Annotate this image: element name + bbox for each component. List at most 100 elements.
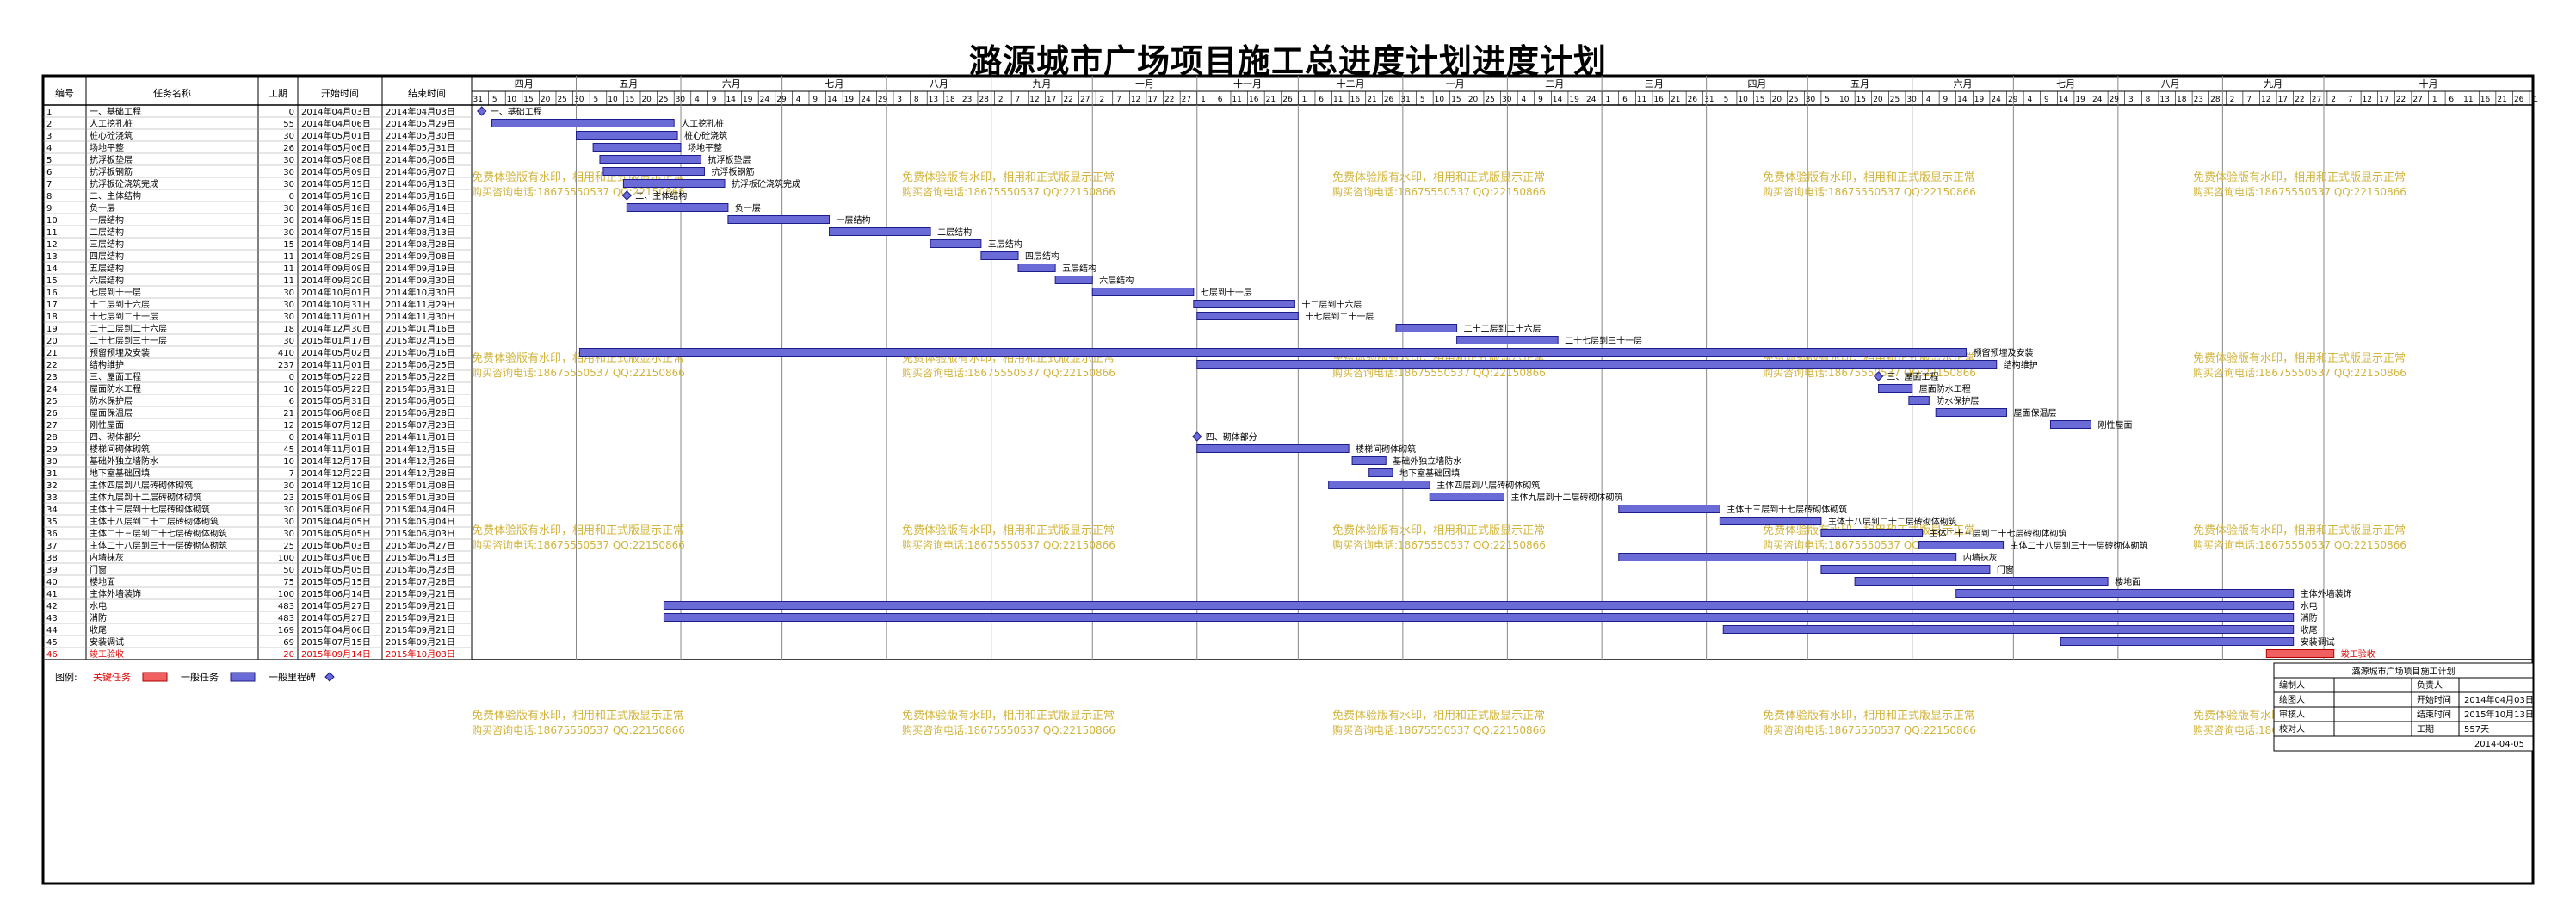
task-name: 四、砌体部分 [90, 431, 141, 443]
task-start: 2015年06月08日 [301, 407, 371, 419]
task-duration: 10 [283, 457, 294, 467]
day-tick-label: 19 [1569, 96, 1579, 104]
task-bar-label: 桩心砼浇筑 [684, 130, 727, 141]
day-tick-label: 26 [1384, 96, 1394, 104]
task-finish: 2015年01月08日 [386, 480, 455, 491]
task-bar [578, 348, 1967, 357]
day-tick-label: 2 [2331, 96, 2336, 104]
task-id: 15 [46, 276, 58, 286]
day-tick-label: 15 [1755, 96, 1764, 104]
task-bar-label: 防水保护层 [1936, 395, 1979, 406]
task-finish: 2015年09月21日 [386, 612, 455, 623]
task-name: 屋面防水工程 [90, 383, 141, 394]
day-tick-label: 9 [2044, 96, 2049, 104]
day-tick-label: 23 [962, 96, 972, 104]
month-label: 九月 [2264, 78, 2283, 90]
watermark-text: 免费体验版有水印，相用和正式版显示正常 [902, 709, 1115, 722]
day-tick-label: 11 [1333, 96, 1343, 104]
day-tick-label: 7 [1116, 96, 1121, 104]
day-tick-label: 8 [2146, 96, 2151, 104]
day-tick-label: 14 [1553, 96, 1563, 104]
task-id: 16 [46, 288, 58, 298]
task-name: 屋面保温层 [90, 407, 133, 419]
task-bar [592, 143, 682, 152]
task-id: 6 [46, 168, 52, 177]
info-panel-cell: 开始时间 [2417, 694, 2451, 705]
day-tick-label: 20 [541, 96, 551, 104]
task-start: 2015年01月17日 [301, 335, 371, 346]
day-tick-label: 9 [712, 96, 717, 104]
day-tick-label: 12 [1029, 96, 1039, 104]
month-label: 八月 [2161, 78, 2180, 90]
task-bar-label: 内墙抹灰 [1963, 552, 1998, 563]
info-panel-title: 潞源城市广场项目施工计划 [2352, 666, 2456, 677]
day-tick-label: 24 [1586, 96, 1597, 104]
day-tick-label: 27 [2312, 96, 2321, 104]
task-id: 19 [46, 325, 58, 334]
day-tick-label: 13 [2159, 96, 2169, 104]
day-tick-label: 2 [1099, 96, 1104, 104]
milestone-marker [621, 190, 633, 201]
task-finish: 2015年06月03日 [386, 528, 455, 539]
task-bar [727, 215, 830, 224]
task-duration: 30 [283, 301, 294, 310]
task-id: 38 [46, 554, 58, 563]
task-start: 2014年07月15日 [301, 226, 371, 238]
task-finish: 2015年09月21日 [386, 588, 455, 599]
task-start: 2014年05月16日 [301, 202, 371, 214]
task-bar-label: 三、屋面工程 [1887, 372, 1939, 382]
task-id: 31 [46, 469, 58, 479]
task-start: 2014年09月20日 [301, 275, 371, 286]
task-duration: 45 [283, 445, 294, 455]
task-finish: 2015年09月21日 [386, 600, 455, 611]
month-label: 三月 [1645, 78, 1664, 90]
task-bar [1091, 288, 1195, 296]
day-tick-label: 15 [523, 96, 533, 104]
day-tick-label: 25 [557, 96, 566, 104]
day-tick-label: 20 [641, 96, 652, 104]
task-finish: 2015年06月27日 [386, 540, 455, 551]
task-finish: 2015年07月28日 [386, 576, 455, 587]
task-bar-label: 主体十八层到二十二层砖砌体砌筑 [1828, 516, 1957, 527]
task-bar-label: 十七层到二十一层 [1305, 311, 1374, 322]
day-tick-label: 19 [2075, 96, 2085, 104]
task-duration: 0 [289, 108, 294, 117]
day-tick-label: 1 [2533, 96, 2538, 104]
task-name: 人工挖孔桩 [90, 118, 133, 129]
task-bar [1820, 529, 1924, 537]
task-bar-label: 负一层 [735, 202, 761, 214]
day-tick-label: 2 [998, 96, 1004, 104]
month-label: 十月 [1135, 78, 1154, 90]
task-id: 44 [46, 626, 58, 636]
task-duration: 30 [283, 168, 294, 177]
month-label: 八月 [930, 78, 948, 90]
info-panel-cell: 结束时间 [2417, 709, 2451, 720]
task-duration: 410 [278, 349, 294, 358]
column-header-start: 开始时间 [321, 87, 359, 99]
watermark-text: 购买咨询电话:18675550537 QQ:22150866 [1763, 723, 1976, 736]
task-duration: 0 [289, 192, 294, 202]
task-start: 2014年05月16日 [301, 190, 371, 202]
day-tick-label: 24 [760, 96, 770, 104]
task-bar [1918, 541, 2005, 549]
task-finish: 2014年10月30日 [386, 287, 455, 298]
day-tick-label: 3 [2128, 96, 2134, 104]
watermark-text: 购买咨询电话:18675550537 QQ:22150866 [472, 538, 685, 551]
task-bar [626, 203, 729, 212]
task-duration: 18 [283, 325, 294, 334]
day-tick-label: 31 [1400, 96, 1410, 104]
task-duration: 30 [283, 313, 294, 322]
task-id: 8 [46, 192, 52, 202]
day-tick-label: 26 [2514, 96, 2524, 104]
task-id: 30 [46, 457, 58, 467]
task-name: 门窗 [90, 564, 107, 575]
task-id: 13 [46, 252, 58, 262]
task-bar-label: 水电 [2301, 600, 2318, 611]
task-id: 42 [46, 602, 58, 611]
task-finish: 2014年11月01日 [386, 431, 455, 443]
info-panel-cell: 编制人 [2279, 679, 2305, 691]
task-bar-label: 六层结构 [1099, 275, 1134, 286]
task-duration: 21 [283, 409, 294, 419]
month-label: 五月 [619, 78, 638, 90]
